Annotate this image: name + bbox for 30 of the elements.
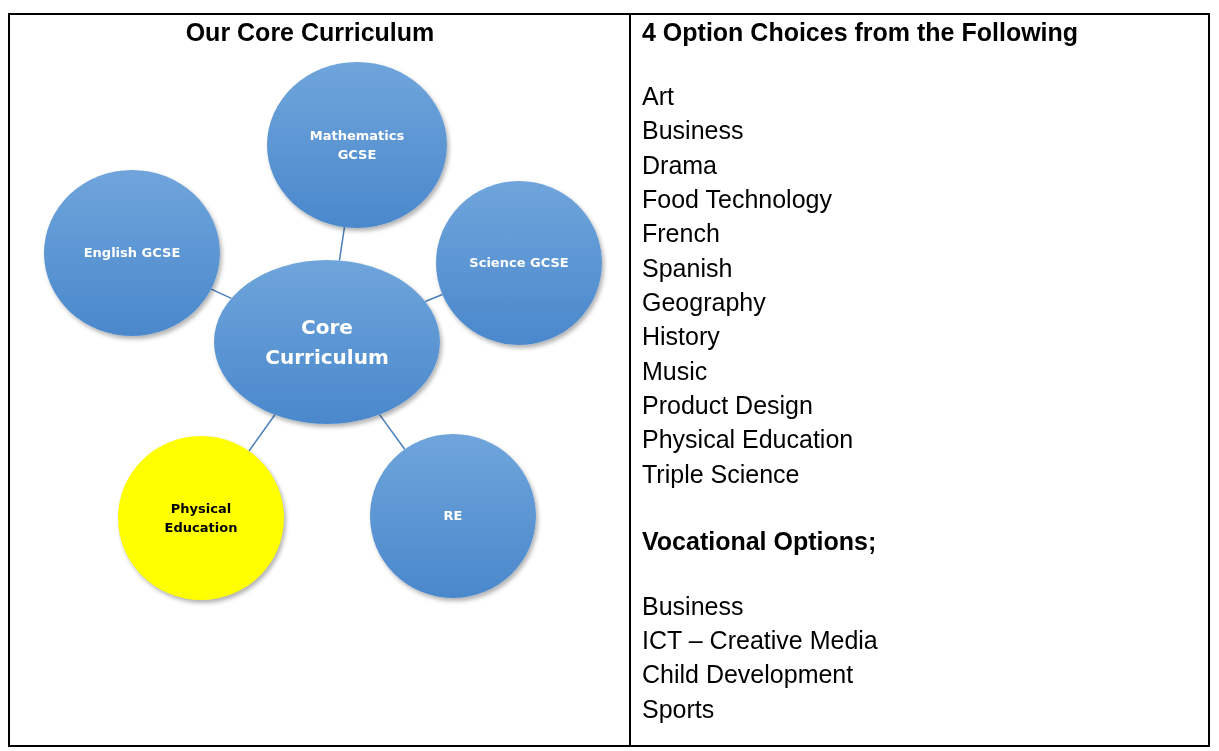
subject-circle: English GCSE [44, 170, 220, 336]
section-heading: Vocational Options; [642, 526, 877, 556]
connector-line [424, 293, 444, 303]
subject-list-item: Product Design [642, 390, 813, 420]
subject-circle: Mathematics GCSE [267, 62, 447, 228]
subject-list-item: Drama [642, 150, 717, 180]
connector-line [210, 288, 233, 300]
subject-list-item: Spanish [642, 253, 733, 283]
subject-circle: Science GCSE [436, 181, 602, 345]
subject-list-item: Music [642, 356, 708, 386]
connector-line [248, 414, 276, 452]
subject-circle: RE [370, 434, 536, 598]
highlighted-subject-circle: Physical Education [118, 436, 284, 600]
subject-list-item: ICT – Creative Media [642, 625, 878, 655]
subject-list-item: Business [642, 115, 744, 145]
subject-list-item: Geography [642, 287, 766, 317]
subject-list-item: French [642, 218, 720, 248]
column-heading: 4 Option Choices from the Following [642, 17, 1079, 47]
subject-list-item: Business [642, 591, 744, 621]
subject-list-item: History [642, 321, 720, 351]
connector-line [378, 413, 406, 451]
subject-list-item: Triple Science [642, 459, 800, 489]
column-heading: Our Core Curriculum [185, 17, 435, 47]
subject-list-item: Sports [642, 694, 715, 724]
center-circle: Core Curriculum [214, 260, 440, 424]
subject-list-item: Food Technology [642, 184, 832, 214]
connector-line [338, 226, 346, 262]
subject-list-item: Child Development [642, 659, 854, 689]
subject-list-item: Art [642, 81, 674, 111]
subject-list-item: Physical Education [642, 424, 854, 454]
